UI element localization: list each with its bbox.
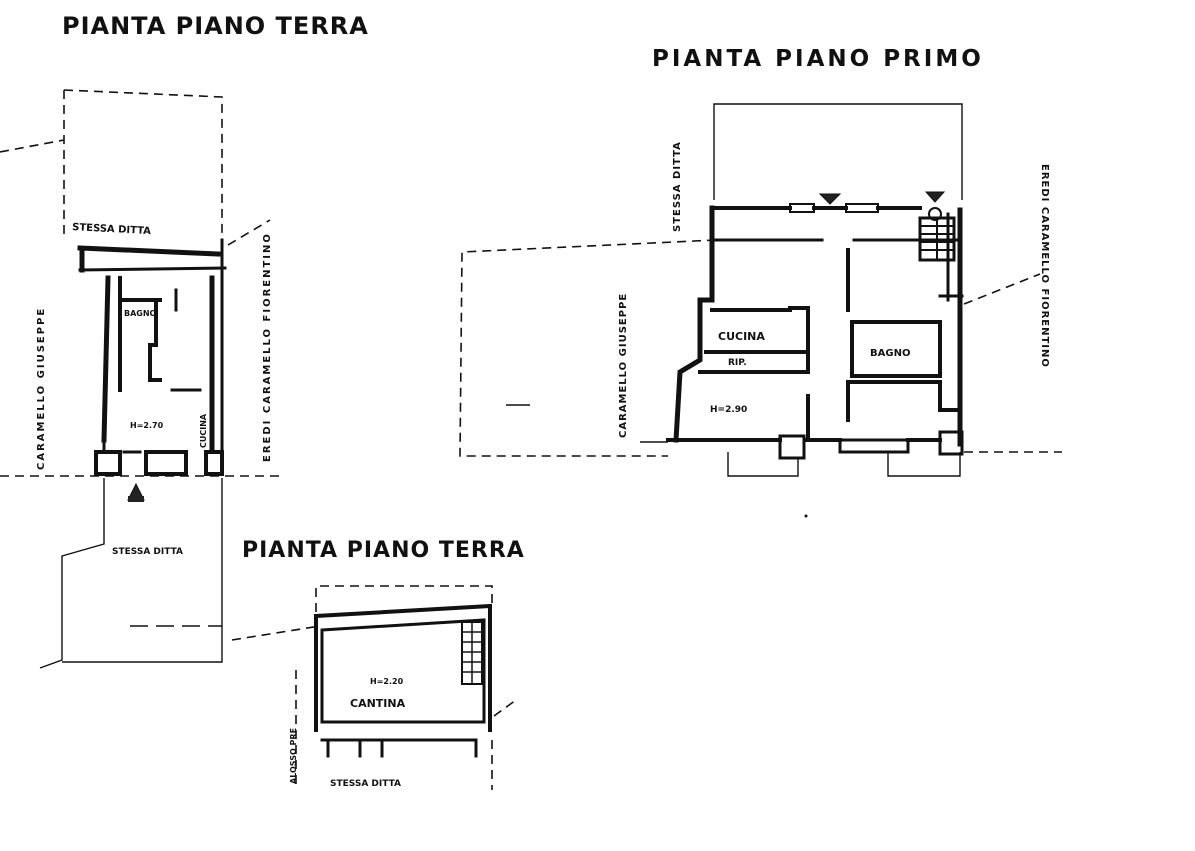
ground-inner-wall-2 xyxy=(170,288,202,392)
ground-floor-plan: STESSA DITTA CARAMELLO GIUSEPPE EREDI CA… xyxy=(0,89,321,669)
ground-stessa-ditta-label: STESSA DITTA xyxy=(72,222,152,237)
first-bottom-window xyxy=(838,438,910,454)
ground-stessa-ditta-bottom-label: STESSA DITTA xyxy=(112,547,183,557)
ground-bagno-label: BAGNO xyxy=(124,309,157,318)
upper-courtyard-outline xyxy=(713,103,963,200)
first-cucina-label: CUCINA xyxy=(718,330,765,343)
ground-left-wall xyxy=(79,247,111,443)
cellar-outer-wall xyxy=(313,603,492,732)
first-neighbor-left-label: CARAMELLO GIUSEPPE xyxy=(618,293,629,438)
ground-top-wall-inner xyxy=(78,266,227,272)
first-stove-icon-1 xyxy=(818,193,842,205)
first-floor-title: PIANTA PIANO PRIMO xyxy=(652,46,984,72)
first-bagno-label: BAGNO xyxy=(870,348,910,359)
first-kitchen-walls xyxy=(698,306,810,374)
first-rip-label: RIP. xyxy=(728,358,747,368)
first-lower-walls xyxy=(806,380,958,442)
first-floor-leader-right xyxy=(963,273,1041,305)
first-bottom-pillar-2 xyxy=(938,430,964,456)
ground-cucina-label: CUCINA xyxy=(199,413,208,448)
ground-inner-wall xyxy=(118,276,162,392)
courtyard-outline xyxy=(63,89,223,240)
first-left-wall xyxy=(673,205,715,443)
first-floor-plan: STESSA DITTA CARAMELLO GIUSEPPE EREDI CA… xyxy=(459,103,1062,518)
ground-neighbor-right-label: EREDI CARAMELLO FIORENTINO xyxy=(262,232,273,462)
ground-top-wall xyxy=(77,245,221,257)
first-floor-dashed-outline xyxy=(459,239,717,457)
cellar-plan: H=2.20 CANTINA STESSA DITTA ALOSSO PRE xyxy=(289,585,517,790)
cellar-neighbor-left-label: ALOSSO PRE xyxy=(289,728,298,784)
first-stessa-ditta-label: STESSA DITTA xyxy=(672,141,683,232)
ground-bottom-wall xyxy=(94,450,224,476)
ground-height-label: H=2.70 xyxy=(130,421,164,430)
first-stove-icon-2 xyxy=(924,191,946,203)
cellar-inner-wall xyxy=(320,618,486,724)
first-top-window-2 xyxy=(845,203,879,213)
first-bottom-pillar-1 xyxy=(778,434,806,460)
first-height-label: H=2.90 xyxy=(710,405,747,415)
first-top-window-1 xyxy=(789,203,815,213)
cellar-height-label: H=2.20 xyxy=(370,677,404,686)
first-dot xyxy=(804,514,808,518)
leader-line-right xyxy=(227,219,271,246)
ground-neighbor-left-label: CARAMELLO GIUSEPPE xyxy=(36,307,47,470)
first-bagno-walls xyxy=(850,320,942,378)
cellar-leader-right xyxy=(493,699,517,717)
cellar-staircase xyxy=(461,621,483,685)
cellar-dashed-top xyxy=(315,585,493,612)
ground-floor-title: PIANTA PIANO TERRA xyxy=(62,12,369,40)
cellar-lower-wall xyxy=(320,738,478,758)
leader-line-left xyxy=(0,139,65,153)
cellar-plan-title: PIANTA PIANO TERRA xyxy=(242,538,525,563)
cellar-cantina-label: CANTINA xyxy=(350,697,406,710)
leader-line-cellar xyxy=(231,625,321,641)
first-balcony-right xyxy=(887,452,961,477)
first-stair-head-icon xyxy=(928,207,942,221)
first-neighbor-right-label: EREDI CARAMELLO FIORENTINO xyxy=(1039,164,1050,368)
first-balcony-left xyxy=(727,452,799,477)
ground-bottom-line xyxy=(102,438,142,454)
lower-courtyard-outline xyxy=(39,478,223,669)
fireplace-base xyxy=(128,496,144,502)
cellar-stessa-ditta-label: STESSA DITTA xyxy=(330,779,401,789)
